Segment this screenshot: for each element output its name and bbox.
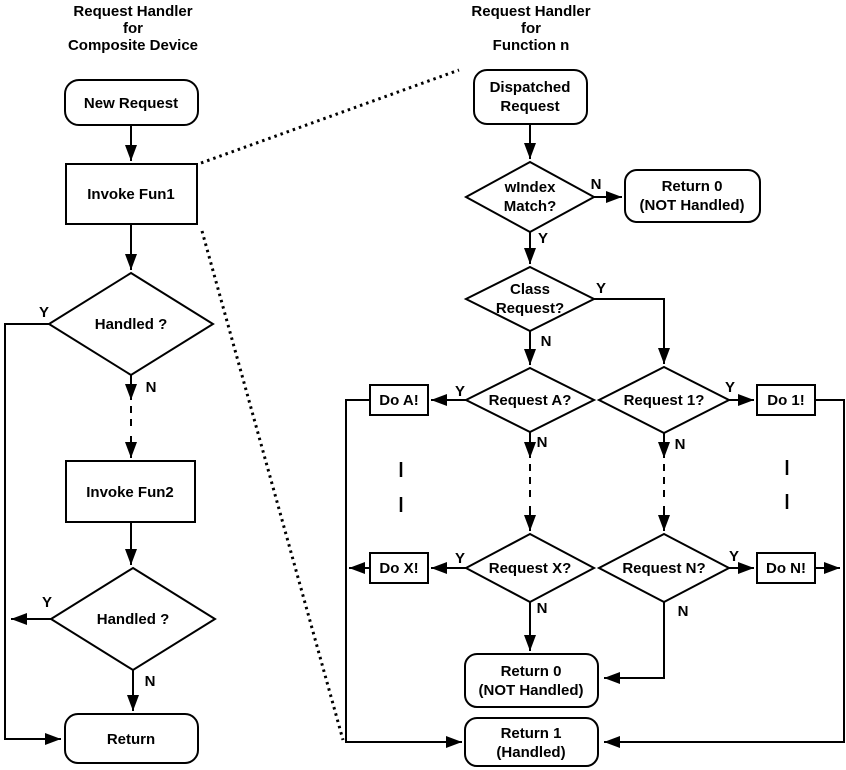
invoke-fun1-node <box>65 163 198 225</box>
left-title-line3: Composite Device <box>68 37 198 54</box>
return0-top-label-line1: Return 0 <box>662 178 723 195</box>
class-request-label-line2: Request? <box>496 300 564 317</box>
request-n-yes-label: Y <box>729 548 739 565</box>
new-request-label: New Request <box>84 95 178 112</box>
return0-bottom-label-line1: Return 0 <box>501 663 562 680</box>
request-a-label: Request A? <box>489 392 572 409</box>
handled1-yes-label: Y <box>39 304 49 321</box>
windex-no-label: N <box>591 176 602 193</box>
right-flowchart: Request Handler for Function n Dispatche… <box>345 3 845 767</box>
windex-match-decision <box>463 160 597 234</box>
request-1-yes-label: Y <box>725 379 735 396</box>
class-request-label-line1: Class <box>510 281 550 298</box>
handled2-yes-label: Y <box>42 594 52 611</box>
class-request-decision <box>463 265 597 333</box>
do-a-to-return1-path <box>345 399 462 748</box>
expansion-dotted-line-bottom <box>200 230 345 741</box>
request-a-no-label: N <box>537 434 548 451</box>
windex-yes-label: Y <box>538 230 548 247</box>
request-1-no-label: N <box>675 436 686 453</box>
left-title-line2: for <box>123 20 143 37</box>
request-1-label: Request 1? <box>624 392 705 409</box>
left-flowchart: Request Handler for Composite Device New… <box>4 3 217 764</box>
class-request-yes-label: Y <box>596 280 606 297</box>
return1-node <box>464 717 599 767</box>
request-n-no-path <box>604 602 665 684</box>
return0-bottom-label-line2: (NOT Handled) <box>479 682 584 699</box>
return1-label-line1: Return 1 <box>501 725 562 742</box>
do-n-label: Do N! <box>766 560 806 577</box>
handled2-no-label: N <box>145 673 156 690</box>
do-a-label: Do A! <box>379 392 418 409</box>
handled2-label: Handled ? <box>97 611 170 628</box>
return-node <box>64 713 199 764</box>
do-x-label: Do X! <box>379 560 418 577</box>
return0-top-label-line2: (NOT Handled) <box>640 197 745 214</box>
do-n-node <box>756 552 816 584</box>
windex-match-label-line1: wIndex <box>504 179 557 196</box>
return0-bottom-node <box>464 653 599 708</box>
invoke-fun2-node <box>65 460 196 523</box>
dispatched-request-label-line1: Dispatched <box>490 79 571 96</box>
handled1-yes-path <box>4 323 61 745</box>
class-request-no-label: N <box>541 333 552 350</box>
request-n-label: Request N? <box>622 560 705 577</box>
request-a-yes-label: Y <box>455 383 465 400</box>
right-title-line3: Function n <box>493 37 570 54</box>
dispatched-request-label-line2: Request <box>500 98 559 115</box>
request-x-no-label: N <box>537 600 548 617</box>
return-label: Return <box>107 731 155 748</box>
request-n-no-label: N <box>678 603 689 620</box>
return0-top-node <box>624 169 761 223</box>
invoke-fun2-label: Invoke Fun2 <box>86 484 174 501</box>
windex-match-label-line2: Match? <box>504 198 557 215</box>
request-x-yes-label: Y <box>455 550 465 567</box>
handled1-label: Handled ? <box>95 316 168 333</box>
do-1-to-return1-path <box>604 399 845 748</box>
request-x-label: Request X? <box>489 560 572 577</box>
right-title-line2: for <box>521 20 541 37</box>
right-title-line1: Request Handler <box>471 3 590 20</box>
invoke-fun1-label: Invoke Fun1 <box>87 186 175 203</box>
return1-label-line2: (Handled) <box>496 744 565 761</box>
left-title-line1: Request Handler <box>73 3 192 20</box>
handled1-no-label: N <box>146 379 157 396</box>
class-request-yes-path <box>594 298 670 364</box>
do-1-node <box>756 384 816 416</box>
do-1-label: Do 1! <box>767 392 805 409</box>
expansion-dotted-line-top <box>200 68 460 165</box>
